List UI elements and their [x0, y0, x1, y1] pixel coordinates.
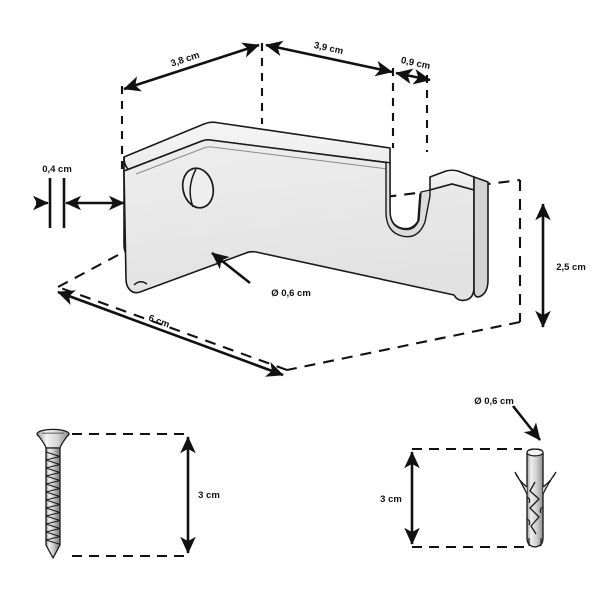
label-2-5cm: 2,5 cm	[556, 262, 586, 273]
dimension-0-9cm: 0,9 cm	[395, 55, 431, 85]
dimension-3-8cm: 3,8 cm	[123, 42, 260, 92]
screw-dimension-box	[72, 432, 188, 558]
label-3-9cm: 3,9 cm	[313, 40, 344, 57]
screw-head-cone	[36, 433, 70, 449]
label-0-4cm: 0,4 cm	[42, 164, 72, 175]
dimension-0-4cm: 0,4 cm	[33, 164, 125, 228]
bracket-body	[123, 121, 489, 302]
bracket-bevel-line	[135, 146, 389, 175]
label-0-9cm: 0,9 cm	[400, 55, 431, 72]
dimension-screw-3cm: 3 cm	[180, 436, 220, 554]
callout-hole-diameter: Ø 0,6 cm	[211, 251, 311, 299]
wall-plug-wing-left	[514, 471, 528, 495]
wall-plug-opening	[526, 448, 544, 457]
label-plug-diameter: Ø 0,6 cm	[474, 396, 514, 407]
extension-lines-top	[120, 43, 429, 175]
label-plug-3cm: 3 cm	[380, 494, 402, 505]
wall-plug-dimension-box	[412, 447, 524, 549]
wall-plug-split	[529, 481, 540, 535]
dimension-6cm: 6 cm	[57, 290, 284, 377]
label-hole-diameter: Ø 0,6 cm	[271, 288, 311, 299]
hook-lip-side-face	[473, 176, 489, 298]
hook-notch-inner	[385, 161, 431, 238]
wall-plug-tip	[528, 538, 542, 546]
dimension-plug-3cm: 3 cm	[380, 451, 420, 545]
label-screw-3cm: 3 cm	[198, 490, 220, 501]
bracket-foot-nick	[133, 281, 148, 286]
wall-plug-wing-right	[542, 471, 557, 495]
callout-plug-diameter: Ø 0,6 cm	[474, 396, 542, 441]
mounting-hole	[181, 167, 215, 209]
dimension-2-5cm: 2,5 cm	[535, 203, 586, 328]
wall-plug-illustration	[514, 448, 557, 548]
screw-illustration	[36, 428, 70, 559]
screw-threads	[45, 451, 61, 545]
wall-plug-ribs	[526, 496, 544, 526]
dimension-3-9cm: 3,9 cm	[265, 40, 393, 77]
